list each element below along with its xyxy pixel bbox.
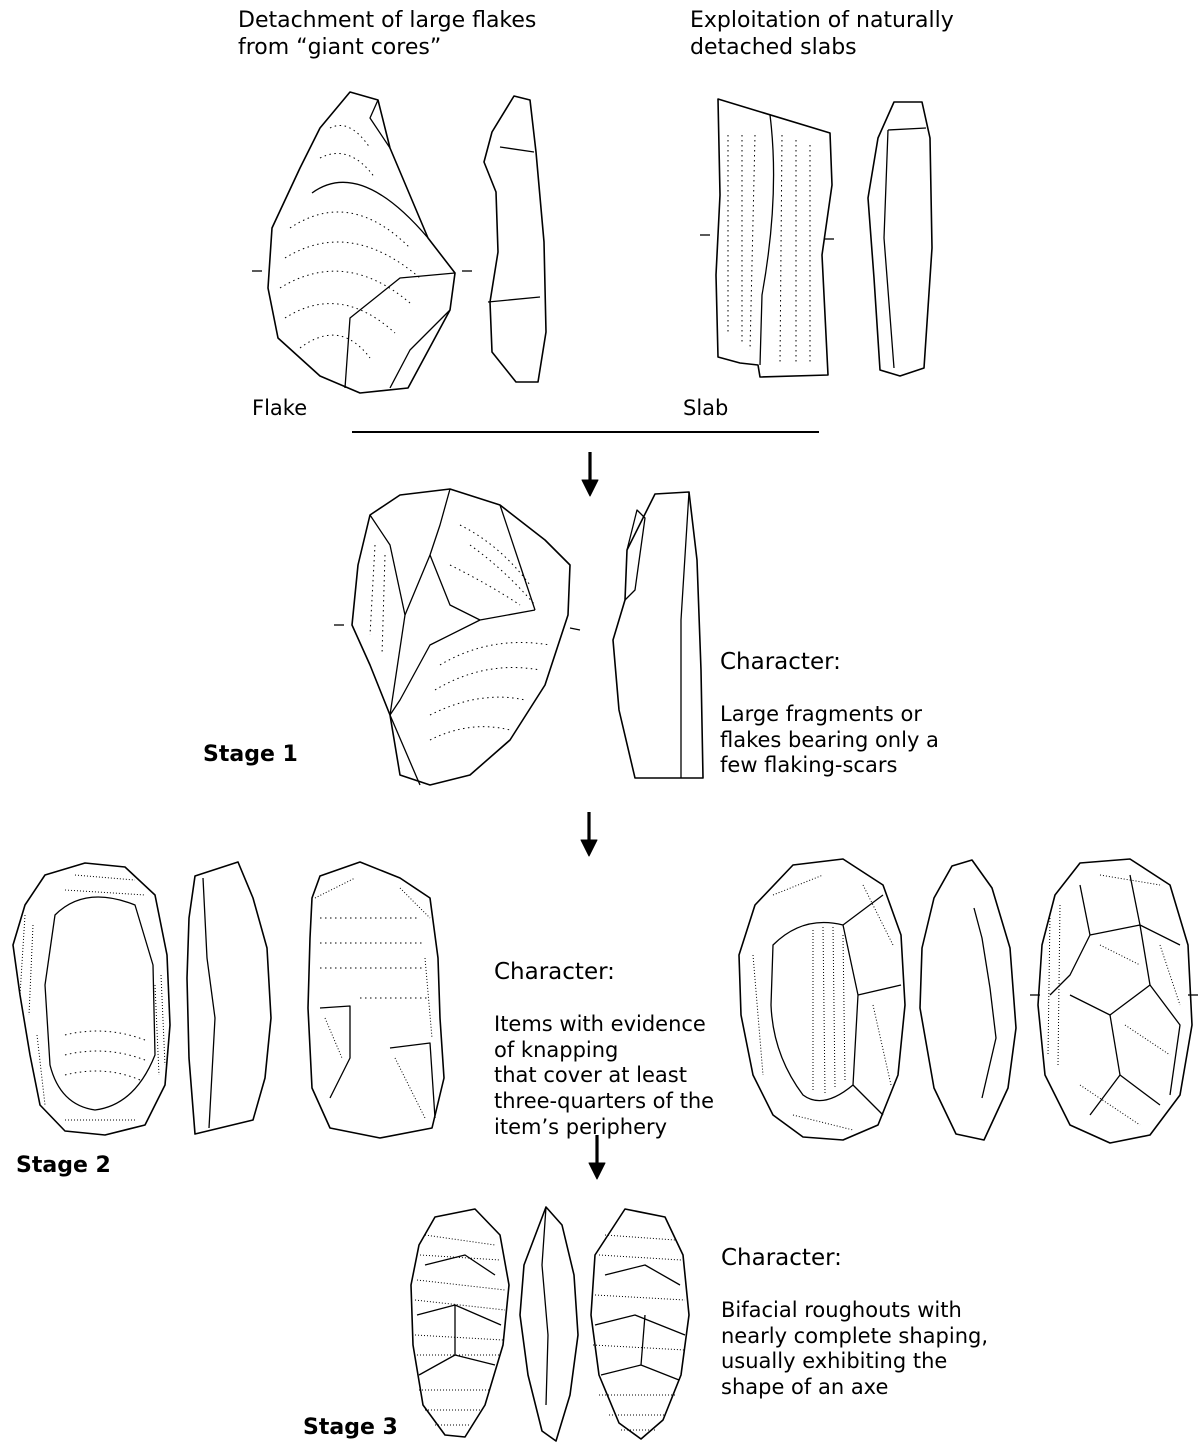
- stage3-character-title: Character:: [721, 1244, 988, 1272]
- stage2-label: Stage 2: [16, 1153, 111, 1180]
- flake-profile-drawing: [478, 92, 558, 392]
- stage2-right-face-drawing: [733, 855, 908, 1145]
- stage1-character-title: Character:: [720, 648, 939, 676]
- stage2-left-profile-drawing: [183, 858, 278, 1138]
- stage2-character-title: Character:: [494, 958, 714, 986]
- down-arrow-icon: [580, 452, 600, 498]
- stage3-back-drawing: [585, 1205, 695, 1445]
- stage3-character-text: Bifacial roughouts with nearly complete …: [721, 1298, 988, 1400]
- stage1-label: Stage 1: [203, 742, 298, 769]
- stage3-label: Stage 3: [303, 1415, 398, 1442]
- stage3-character: Character: Bifacial roughouts with nearl…: [721, 1218, 988, 1426]
- slab-label: Slab: [683, 396, 728, 422]
- slab-profile-drawing: [858, 98, 943, 383]
- stage2-left-back-drawing: [300, 858, 450, 1140]
- stage2-character-text: Items with evidence of knapping that cov…: [494, 1012, 714, 1140]
- slab-source-heading: Exploitation of naturally detached slabs: [690, 8, 954, 62]
- stage1-face-drawing: [330, 485, 580, 790]
- stage1-character: Character: Large fragments or flakes bea…: [720, 622, 939, 805]
- flake-face-drawing: [250, 88, 480, 403]
- flake-source-heading: Detachment of large flakes from “giant c…: [238, 8, 536, 62]
- slab-face-drawing: [700, 95, 840, 390]
- down-arrow-icon: [579, 812, 599, 858]
- section-divider: [352, 431, 819, 433]
- stage2-right-profile-drawing: [912, 858, 1027, 1148]
- stage3-profile-drawing: [512, 1205, 587, 1445]
- down-arrow-icon: [587, 1135, 607, 1181]
- stage3-face-drawing: [405, 1205, 515, 1445]
- flake-label: Flake: [252, 396, 307, 422]
- stage2-left-face-drawing: [5, 855, 175, 1140]
- stage2-right-back-drawing: [1030, 855, 1198, 1147]
- stage2-character: Character: Items with evidence of knappi…: [494, 932, 714, 1166]
- stage1-character-text: Large fragments or flakes bearing only a…: [720, 702, 939, 779]
- stage1-profile-drawing: [605, 490, 710, 785]
